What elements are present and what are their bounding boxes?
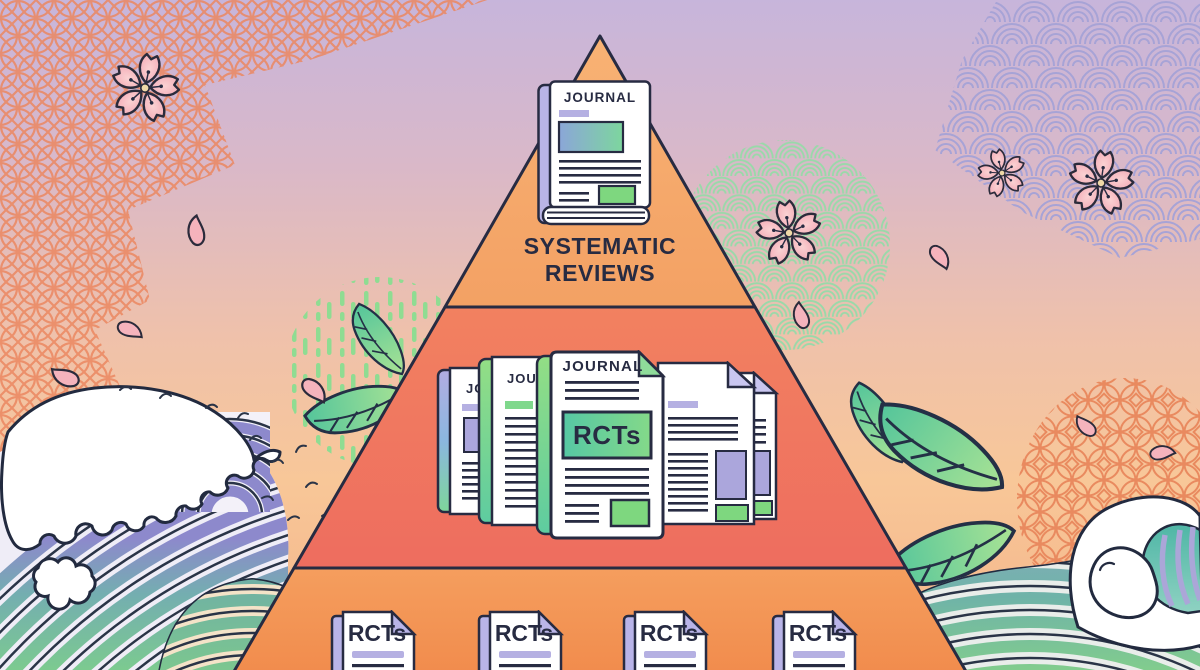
- rcts-journal-center: JOURNAL RCTs: [535, 350, 667, 540]
- highlight-line: [793, 651, 845, 658]
- kicker-bar: [668, 401, 698, 408]
- journal-book-pages: [541, 205, 651, 226]
- rcts-doc-label: RCTs: [789, 620, 847, 646]
- journal-masthead: JOURNAL: [564, 90, 636, 105]
- rcts-document-4: RCTs: [771, 610, 859, 670]
- header-lines: [565, 381, 639, 400]
- book-page-lines: [547, 211, 645, 219]
- kicker-bar: [462, 404, 488, 411]
- rcts-doc-label: RCTs: [348, 620, 406, 646]
- journal-masthead-partial: JOU: [507, 371, 537, 386]
- text-line: [499, 664, 551, 668]
- journal-figure: [557, 120, 625, 154]
- journal-kicker-bar: [559, 110, 589, 117]
- body-lines: [565, 468, 649, 523]
- highlight-line: [644, 651, 696, 658]
- folded-corner: [682, 610, 710, 636]
- green-figure: [715, 504, 749, 522]
- green-figure: [609, 498, 651, 528]
- journal-masthead: JOURNAL: [563, 358, 644, 375]
- tier1-caption: SYSTEMATIC REVIEWS: [523, 233, 677, 286]
- folded-corner: [637, 350, 667, 378]
- kicker-bar: [505, 401, 533, 409]
- highlight-line: [499, 651, 551, 658]
- folded-corner: [726, 361, 758, 389]
- asanoha-pattern-top-left: [0, 0, 488, 489]
- systematic-review-journal-icon: JOURNAL: [537, 80, 652, 226]
- wave-foam-crest: [0, 385, 282, 551]
- folded-corner: [390, 610, 418, 636]
- rcts-banner-label: RCTs: [573, 420, 641, 450]
- rcts-doc-label: RCTs: [640, 620, 698, 646]
- rcts-document-3: RCTs: [622, 610, 710, 670]
- text-lines: [668, 417, 738, 512]
- text-lines: [505, 417, 545, 508]
- figure-rect: [715, 450, 747, 500]
- wave-spray-specks: [119, 385, 335, 541]
- right-foam-lip: [1088, 546, 1159, 620]
- journal-text-lines: [559, 160, 641, 202]
- rcts-document-1: RCTs: [330, 610, 418, 670]
- rcts-doc-label: RCTs: [495, 620, 553, 646]
- text-line: [352, 664, 404, 668]
- text-line: [644, 664, 696, 668]
- highlight-line: [352, 651, 404, 658]
- curl-lavender-stripes: [1159, 526, 1200, 608]
- text-line: [793, 664, 845, 668]
- seigaiha-pattern-top-right: [935, 0, 1200, 258]
- wave-foam-blob: [32, 556, 97, 611]
- folded-corner: [537, 610, 565, 636]
- folded-corner: [752, 371, 780, 395]
- document-near-right: [656, 361, 758, 526]
- rcts-document-2: RCTs: [477, 610, 565, 670]
- journal-green-figure: [597, 184, 637, 206]
- rcts-banner: [561, 410, 653, 460]
- folded-corner: [831, 610, 859, 636]
